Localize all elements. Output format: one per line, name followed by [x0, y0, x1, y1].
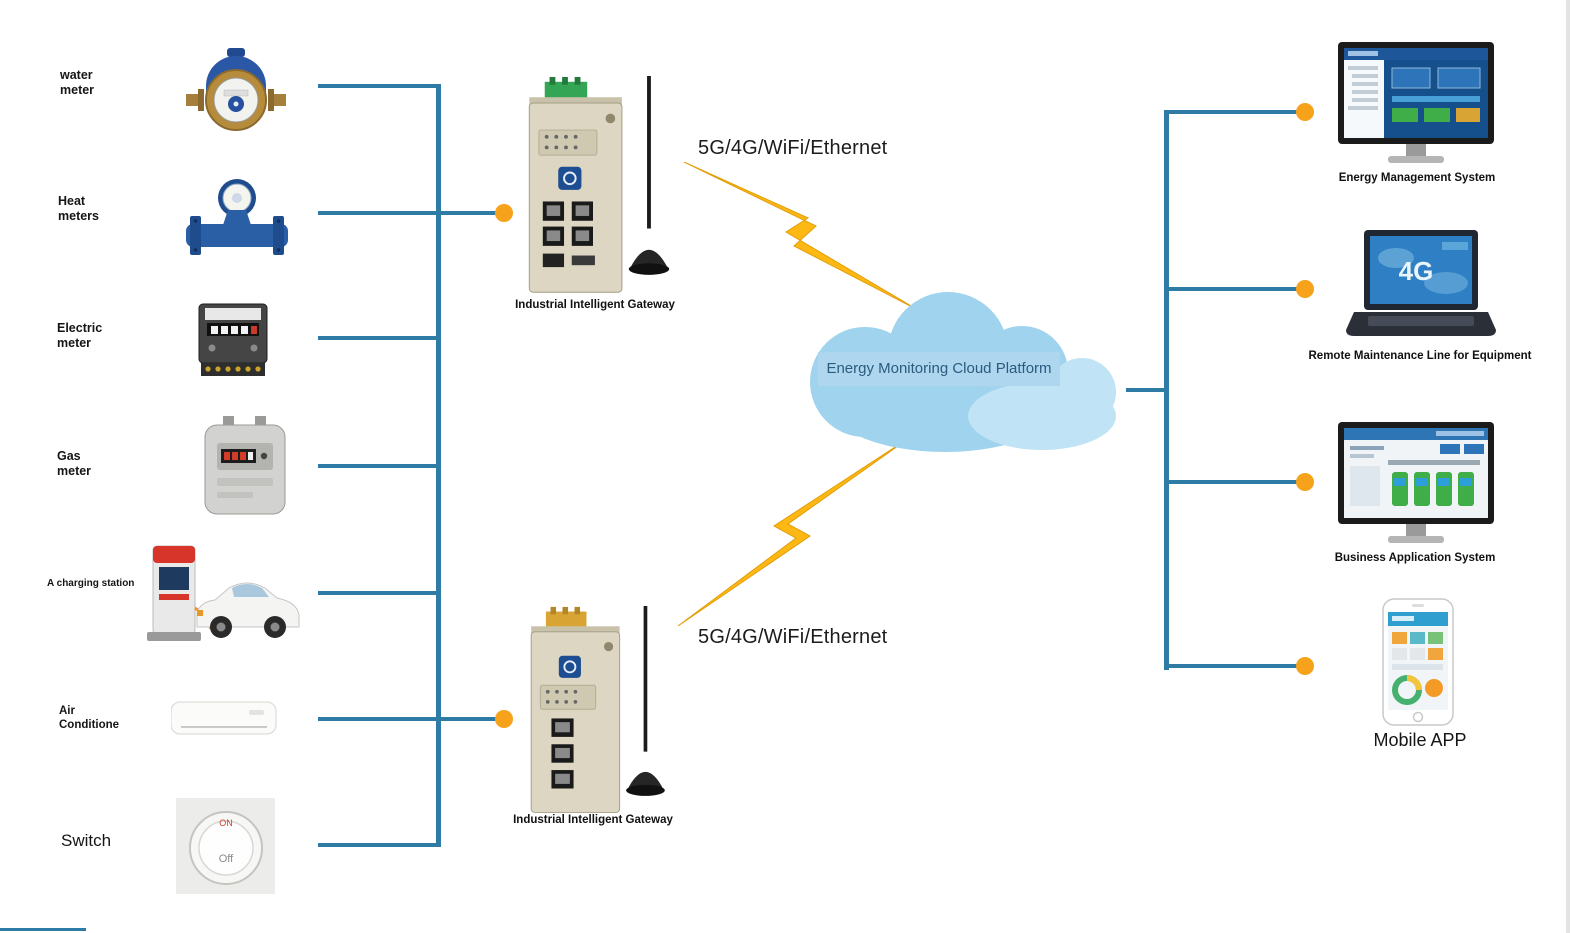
air-conditioner-icon	[171, 698, 277, 738]
connector-electric	[318, 336, 440, 340]
connector-water	[318, 84, 440, 88]
label-charging-station: A charging station	[47, 578, 135, 589]
remote-maintenance-label: Remote Maintenance Line for Equipment	[1308, 350, 1532, 362]
gas-meter-icon	[197, 416, 293, 520]
label-electric-meter: Electric meter	[57, 321, 103, 350]
gateway1-node	[495, 204, 513, 222]
charging-station-icon	[133, 540, 305, 652]
connector-charging	[318, 591, 440, 595]
connector-heat	[318, 211, 500, 215]
business-application-monitor-icon	[1336, 420, 1496, 552]
energy-management-monitor-icon	[1336, 40, 1496, 172]
remote-node	[1296, 280, 1314, 298]
laptop-screen-text: 4G	[1399, 256, 1434, 286]
link-label-top: 5G/4G/WiFi/Ethernet	[698, 137, 888, 159]
gateway1-icon	[514, 76, 672, 298]
switch-off-marking: Off	[219, 853, 234, 865]
left-bus-line	[436, 84, 441, 847]
connector-air	[318, 717, 500, 721]
electric-meter-icon	[192, 302, 274, 378]
cloud-platform-label: Energy Monitoring Cloud Platform	[826, 360, 1052, 377]
connector-ems	[1164, 110, 1304, 114]
label-gas-meter: Gas meter	[57, 449, 92, 478]
mobile-app-phone-icon	[1382, 598, 1454, 726]
connector-business	[1164, 480, 1304, 484]
gateway2-label: Industrial Intelligent Gateway	[513, 814, 673, 826]
connector-remote	[1164, 287, 1304, 291]
business-application-label: Business Application System	[1334, 552, 1496, 564]
connector-switch	[318, 843, 440, 847]
energy-management-label: Energy Management System	[1338, 172, 1496, 184]
label-air-conditioner: Air Conditione	[59, 705, 120, 731]
connector-gas	[318, 464, 440, 468]
label-heat-meters: Heat meters	[58, 194, 99, 223]
heat-meter-icon	[184, 170, 290, 262]
label-switch: Switch	[61, 831, 112, 850]
label-water-meter: water meter	[60, 68, 95, 97]
cloud-to-bus-connector	[1126, 388, 1168, 392]
ems-node	[1296, 103, 1314, 121]
cloud-shape	[770, 290, 1140, 465]
lightning-bolt-bottom	[676, 436, 916, 628]
water-meter-icon	[186, 38, 286, 138]
mobile-app-label: Mobile APP	[1373, 730, 1467, 750]
business-node	[1296, 473, 1314, 491]
gateway1-label: Industrial Intelligent Gateway	[515, 299, 675, 311]
mobile-node	[1296, 657, 1314, 675]
gateway2-node	[495, 710, 513, 728]
switch-on-marking: ON	[219, 818, 233, 828]
link-label-bottom: 5G/4G/WiFi/Ethernet	[698, 626, 888, 648]
edge-line-artifact	[0, 928, 86, 931]
right-edge-border	[1566, 0, 1570, 933]
connector-mobile	[1164, 664, 1304, 668]
right-bus-line	[1164, 110, 1169, 670]
switch-icon: ON Off	[176, 798, 275, 894]
gateway2-icon	[517, 606, 667, 818]
remote-maintenance-laptop-icon: 4G	[1346, 228, 1496, 346]
